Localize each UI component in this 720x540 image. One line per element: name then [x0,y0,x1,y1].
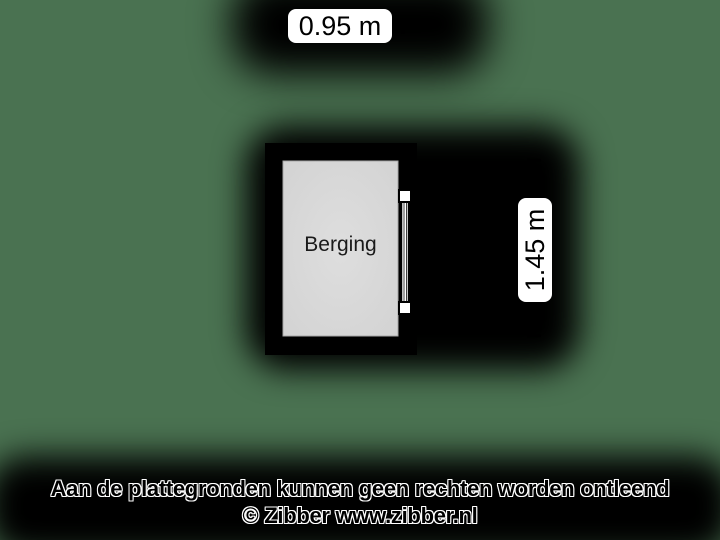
door [398,189,513,315]
footer-disclaimer: Aan de plattegronden kunnen geen rechten… [50,476,670,501]
door-swing-arc [412,199,513,304]
width-dim-arrow-right [392,22,403,32]
door-leaf [400,201,410,303]
room-name-label: Berging [304,233,377,256]
room-floor [282,160,399,337]
height-dimension-label: 1.45 m [518,198,552,302]
footer-copyright: © Zibber www.zibber.nl [242,503,478,528]
height-dim-arrow-bottom [529,325,539,336]
background-glow-footer [0,456,720,540]
door-jamb-top [398,189,412,203]
height-dim-arrow-top [529,160,539,171]
width-dimension-label: 0.95 m [288,9,392,43]
door-jamb-bottom [398,301,412,315]
